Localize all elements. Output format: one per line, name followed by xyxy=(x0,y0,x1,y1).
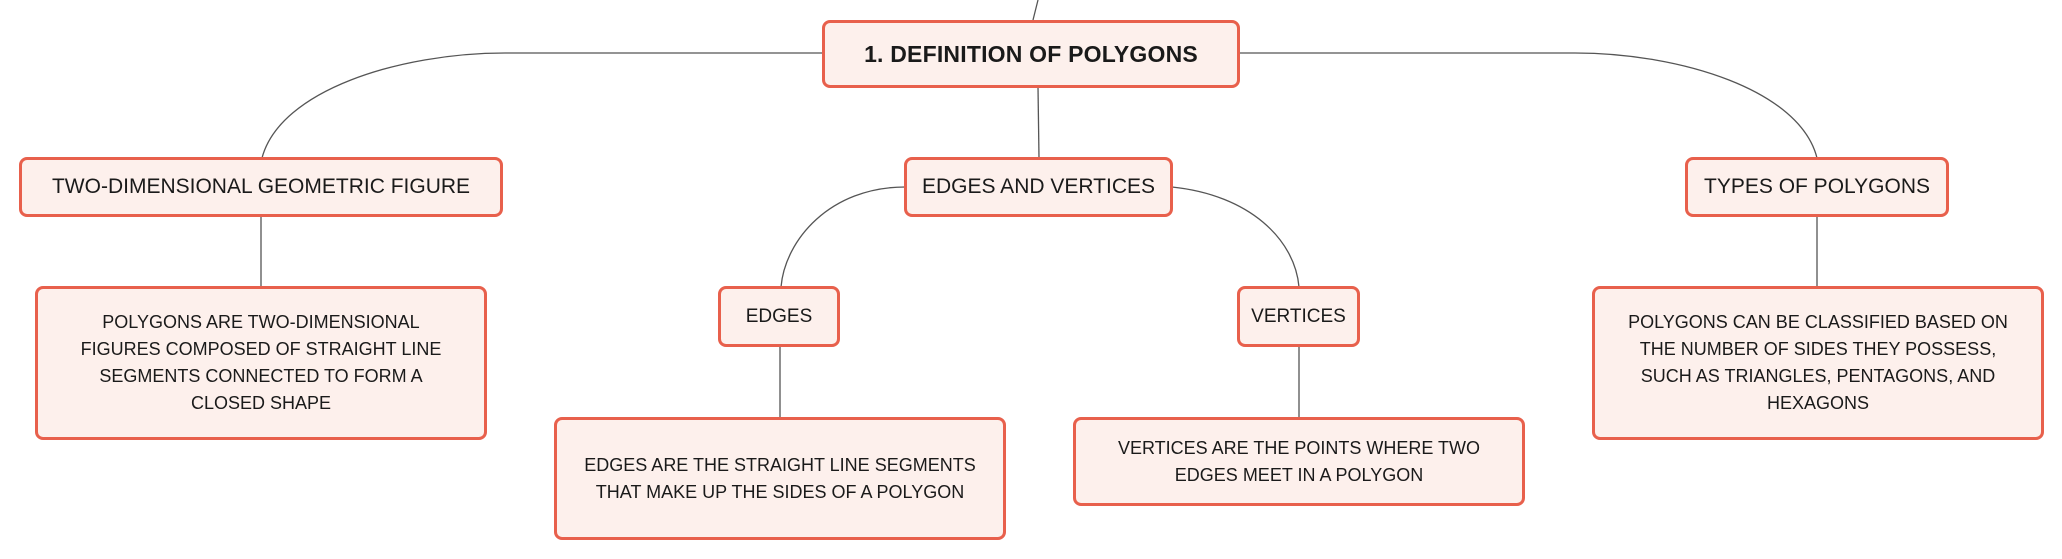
edges-description-text: EDGES ARE THE STRAIGHT LINE SEGMENTS THA… xyxy=(584,454,976,502)
connector-center-vertices xyxy=(1171,186,1300,288)
edges-node[interactable]: EDGES xyxy=(718,286,840,347)
left-branch-label: TWO-DIMENSIONAL GEOMETRIC FIGURE xyxy=(51,175,471,198)
root-node-label: 1. DEFINITION OF POLYGONS xyxy=(864,40,1198,67)
vertices-description-node[interactable]: VERTICES ARE THE POINTS WHERE TWO EDGES … xyxy=(1073,417,1525,506)
center-branch-label: EDGES AND VERTICES xyxy=(921,175,1155,198)
connector-parent-root xyxy=(1032,0,1039,21)
right-branch-label: TYPES OF POLYGONS xyxy=(1704,175,1930,198)
vertices-label: VERTICES xyxy=(1251,305,1346,327)
connector-root-right xyxy=(1240,52,1818,159)
left-description-node[interactable]: POLYGONS ARE TWO-DIMENSIONAL FIGURES COM… xyxy=(35,286,487,440)
vertices-description-text: VERTICES ARE THE POINTS WHERE TWO EDGES … xyxy=(1117,437,1481,485)
connector-center-edges xyxy=(780,186,906,288)
left-branch-node[interactable]: TWO-DIMENSIONAL GEOMETRIC FIGURE xyxy=(19,157,503,217)
connector-root-left xyxy=(261,52,823,159)
root-node[interactable]: 1. DEFINITION OF POLYGONS xyxy=(822,20,1240,88)
vertices-node[interactable]: VERTICES xyxy=(1237,286,1360,347)
edges-label: EDGES xyxy=(745,305,813,327)
center-branch-node[interactable]: EDGES AND VERTICES xyxy=(904,157,1173,217)
left-description-text: POLYGONS ARE TWO-DIMENSIONAL FIGURES COM… xyxy=(80,312,442,413)
connector-root-center xyxy=(1037,86,1040,159)
right-description-text: POLYGONS CAN BE CLASSIFIED BASED ON THE … xyxy=(1628,312,2008,413)
right-branch-node[interactable]: TYPES OF POLYGONS xyxy=(1685,157,1949,217)
right-description-node[interactable]: POLYGONS CAN BE CLASSIFIED BASED ON THE … xyxy=(1592,286,2044,440)
edges-description-node[interactable]: EDGES ARE THE STRAIGHT LINE SEGMENTS THA… xyxy=(554,417,1006,540)
